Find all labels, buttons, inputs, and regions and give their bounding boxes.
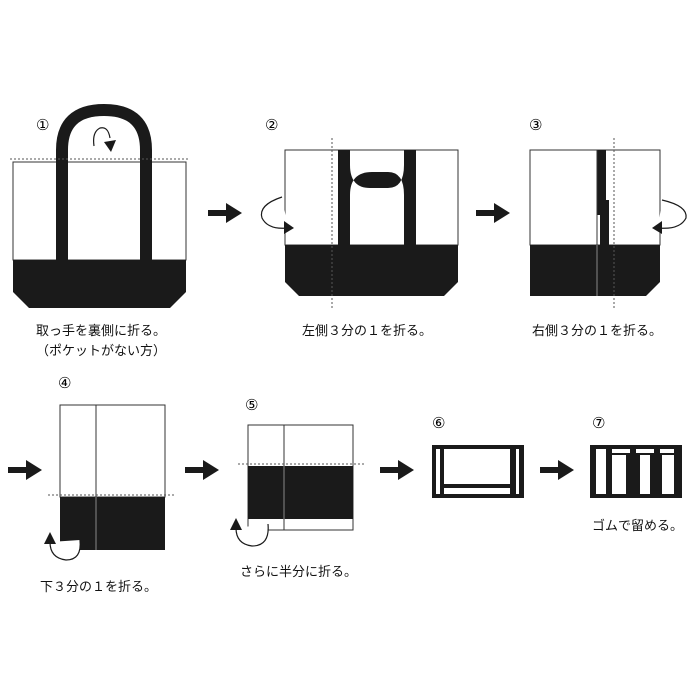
step-2-caption-line-1: 左側３分の１を折る。 [302,324,433,339]
step-4-bag [44,404,176,561]
step-6-number: ⑥ [432,414,445,432]
step-1-caption-line-1: 取っ手を裏側に折る。 [36,324,167,339]
next-arrow-head-icon [558,460,574,480]
step-3-caption: 右側３分の１を折る。 [532,322,662,342]
step-7-bundle [590,445,682,498]
step-6-bundle [432,445,524,498]
step-7-number: ⑦ [592,414,605,432]
step-3-caption-line-1: 右側３分の１を折る。 [532,324,663,339]
step-5-caption-line-1: さらに半分に折る。 [240,565,358,580]
next-arrow-head-icon [226,203,242,223]
step-5-caption: さらに半分に折る。 [240,563,357,583]
step-4-number: ④ [58,374,71,392]
step-1-caption: 取っ手を裏側に折る。 （ポケットがない方） [36,322,166,362]
step-7-caption-line-1: ゴムで留める。 [592,519,684,534]
next-arrow-head-icon [398,460,414,480]
next-arrow-head-icon [203,460,219,480]
step-4-caption: 下３分の１を折る。 [40,578,157,598]
step-5-bag [230,424,366,547]
step-5-number: ⑤ [245,396,258,414]
step-2-number: ② [265,116,278,134]
next-arrow-head-icon [494,203,510,223]
step-1-bag [10,103,190,308]
next-arrow-head-icon [26,460,42,480]
step-3-bag [529,138,687,308]
step-2-bag [260,138,459,308]
step-3-number: ③ [529,116,542,134]
step-4-caption-line-1: 下３分の１を折る。 [40,580,158,595]
step-7-caption: ゴムで留める。 [592,517,683,537]
step-2-caption: 左側３分の１を折る。 [302,322,432,342]
step-1-caption-line-2: （ポケットがない方） [36,344,167,359]
step-1-number: ① [36,116,49,134]
